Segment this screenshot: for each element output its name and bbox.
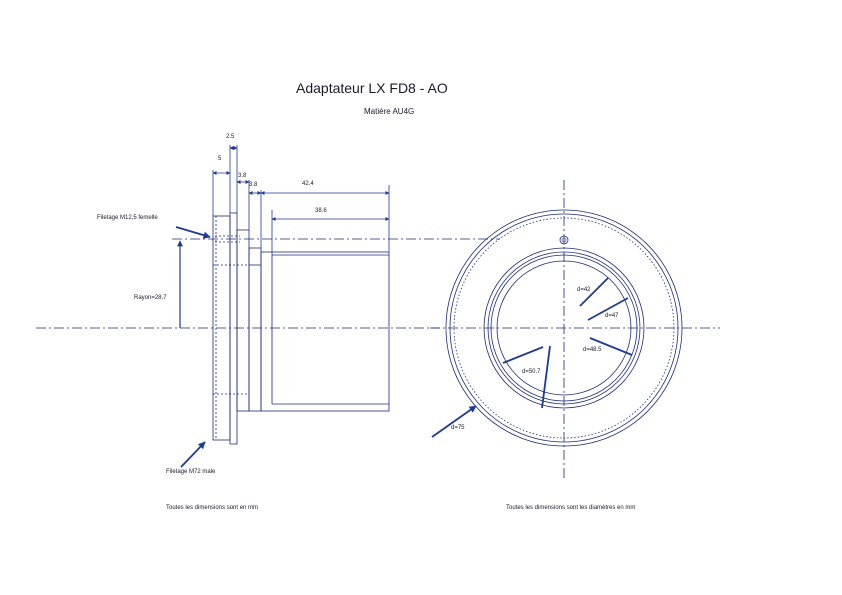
- front-units-note: Toutes les dimensions sont les diamètres…: [506, 505, 635, 511]
- dim-42-4-label: 42.4: [302, 181, 314, 187]
- thread-male-label: Filetage M72 male: [166, 469, 216, 475]
- radius-d50-7-line: [541, 345, 551, 409]
- dim-3-8a-label: 3.8: [238, 173, 247, 179]
- thread-female-arrow: [175, 226, 211, 239]
- dim-3-8b-label: 3.8: [249, 182, 258, 188]
- label-d50-7: d=50.7: [522, 369, 541, 375]
- front-view: [430, 180, 720, 478]
- step-b: [248, 247, 262, 412]
- radius-d48-5-line: [589, 337, 633, 356]
- side-leaders: [175, 226, 211, 468]
- circle-d42: [496, 260, 632, 396]
- label-d75: d=75: [451, 425, 465, 431]
- radius-d50-7-line-b: [502, 346, 544, 364]
- radius-d42-line: [579, 277, 609, 307]
- material-label: Matière AU4G: [364, 107, 414, 116]
- circle-d75-outer: [445, 209, 683, 447]
- threaded-hole: [559, 235, 569, 245]
- front-leaders: [431, 277, 633, 438]
- label-d42: d=42: [577, 287, 591, 293]
- circle-d47: [490, 254, 638, 402]
- side-dim-labels: 2.5 5 3.8 3.8 42.4 38.6 Filetage M12,5 f…: [97, 134, 327, 511]
- circle-thread-dotted: [453, 217, 675, 439]
- threaded-hole-inner: [561, 237, 567, 243]
- label-d47: d=47: [605, 313, 619, 319]
- tube-body: [260, 251, 390, 412]
- circle-d50-7: [483, 247, 645, 409]
- thread-female-label: Filetage M12,5 femelle: [97, 215, 158, 221]
- d75-arrow: [431, 405, 477, 438]
- circle-d48-5: [487, 251, 641, 405]
- dim-38-6-label: 38.6: [315, 208, 327, 214]
- circle-d75-inner: [449, 213, 679, 443]
- side-view: [36, 212, 500, 445]
- radius-d47-line: [587, 297, 629, 321]
- thread-male-arrow: [180, 441, 206, 468]
- label-d48-5: d=48.5: [583, 347, 602, 353]
- dim-5-label: 5: [218, 156, 222, 162]
- side-dimensions: [177, 145, 390, 328]
- front-labels: d=42 d=47 d=48.5 d=50.7 d=75 Toutes les …: [451, 287, 635, 511]
- step-a: [236, 229, 250, 412]
- dim-2-5-label: 2.5: [226, 134, 235, 140]
- drawing-title: Adaptateur LX FD8 - AO: [296, 80, 448, 96]
- radius-label: Rayon=28,7: [134, 295, 167, 301]
- side-units-note: Toutes les dimensions sont en mm: [166, 505, 258, 511]
- flange-thin: [229, 212, 238, 445]
